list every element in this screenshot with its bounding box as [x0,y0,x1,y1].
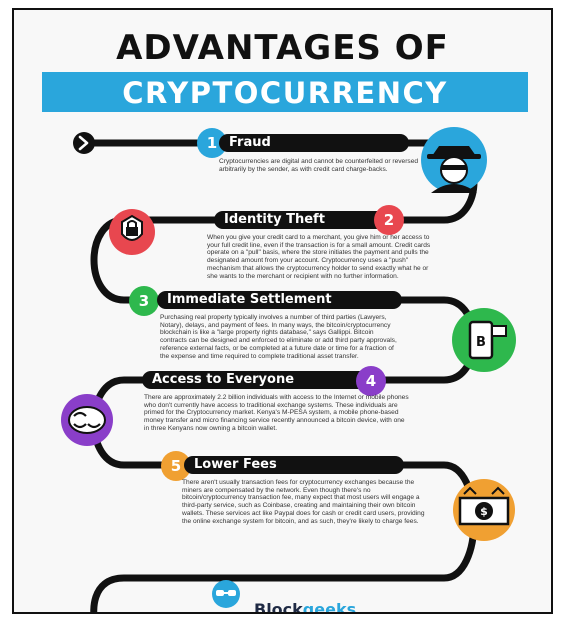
item-1-body: Cryptocurrencies are digital and cannot … [219,158,419,173]
item-1-heading: Fraud [219,134,409,152]
brand-name: Blockgeeks [254,600,357,614]
people-exchange-icon [61,394,113,446]
item-3-number: 3 [129,286,159,316]
hacker-icon [421,127,487,193]
item-2-number: 2 [374,205,404,235]
mobile-bitcoin-icon: B [452,308,516,372]
brand-name-a: Block [254,600,303,614]
start-marker-icon [73,132,95,154]
svg-text:B: B [476,335,486,350]
blockgeeks-logo-icon [212,580,240,608]
item-2-heading: Identity Theft [214,211,389,229]
item-5-heading: Lower Fees [184,456,404,474]
dollar-money-icon: $ [453,479,515,541]
identity-lock-icon [109,209,155,255]
title-banner: CRYPTOCURRENCY [42,72,528,112]
svg-text:$: $ [480,505,488,518]
winding-road: B $ [61,127,516,612]
brand-name-b: geeks [302,600,357,614]
infographic-frame: ADVANTAGES OF CRYPTOCURRENCY B [12,8,553,614]
title-line-1: ADVANTAGES OF [116,28,449,68]
item-4-heading: Access to Everyone [142,371,372,389]
item-3-body: Purchasing real property typically invol… [160,314,397,360]
item-2-body: When you give your credit card to a merc… [207,234,431,280]
item-4-body: There are approximately 2.2 billion indi… [144,394,409,432]
item-4-number: 4 [356,366,386,396]
title-line-2: CRYPTOCURRENCY [122,76,448,110]
item-5-body: There aren't usually transaction fees fo… [182,479,425,525]
item-3-heading: Immediate Settlement [157,291,402,309]
